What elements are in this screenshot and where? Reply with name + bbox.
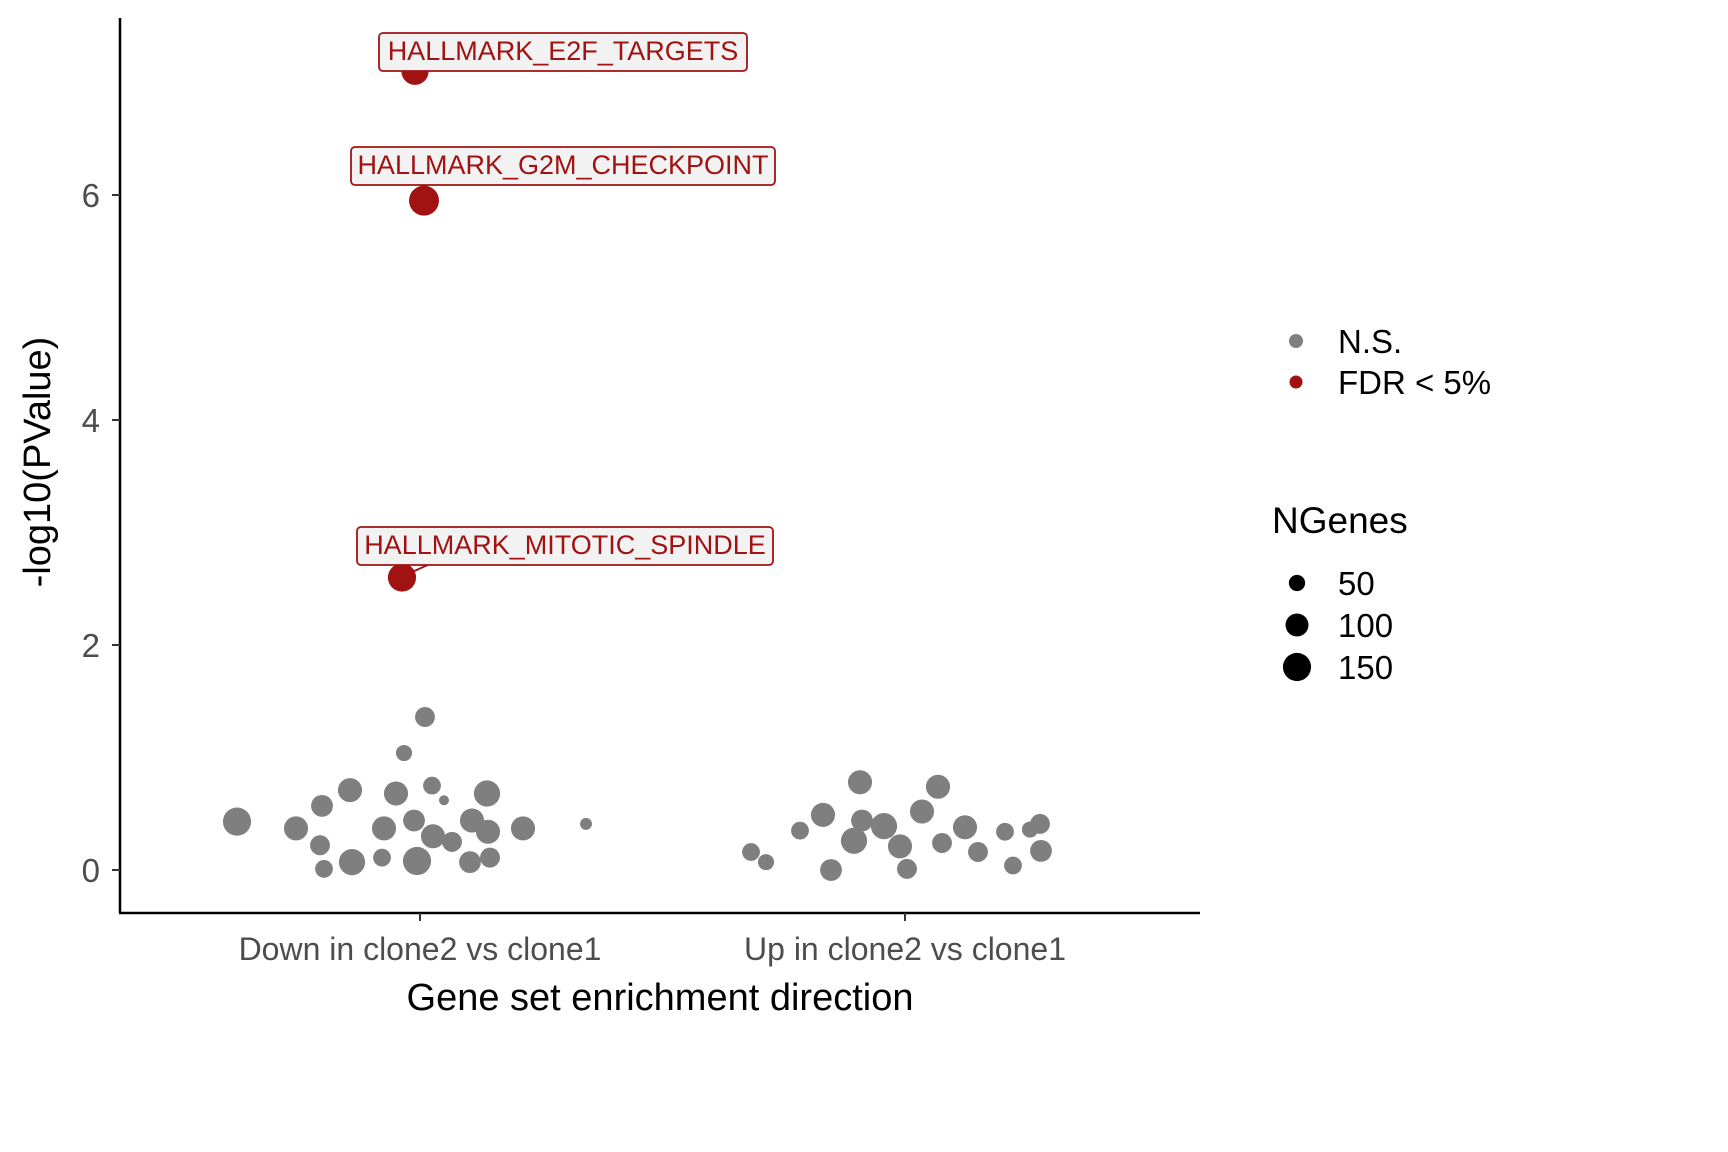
data-point: [952, 815, 978, 840]
data-point: [402, 846, 432, 876]
annotation-e2f-targets: HALLMARK_E2F_TARGETS: [378, 32, 748, 72]
data-point: [338, 849, 366, 876]
data-point: [1288, 574, 1306, 592]
size-legend-circles: [1282, 574, 1312, 682]
data-point: [473, 780, 501, 807]
data-point: [887, 834, 913, 859]
data-point: [932, 833, 952, 853]
data-point: [409, 185, 439, 216]
data-point: [480, 847, 500, 868]
data-point: [925, 774, 951, 799]
annotation-label: HALLMARK_G2M_CHECKPOINT: [357, 150, 768, 180]
x-category-up: Up in clone2 vs clone1: [744, 931, 1066, 967]
data-point: [840, 827, 868, 854]
data-point: [1030, 813, 1050, 834]
data-point: [1004, 856, 1022, 875]
data-point: [580, 817, 592, 830]
data-point: [387, 563, 417, 592]
data-points: [222, 57, 1052, 881]
legend-ns-label: N.S.: [1338, 323, 1402, 360]
size-legend-label-50: 50: [1338, 565, 1375, 602]
size-legend-label-100: 100: [1338, 607, 1393, 644]
data-point: [310, 835, 330, 856]
data-point: [371, 816, 397, 841]
data-point: [222, 807, 252, 836]
data-point: [315, 859, 333, 878]
x-axis-title: Gene set enrichment direction: [407, 977, 914, 1019]
data-point: [442, 831, 462, 852]
data-point: [415, 707, 435, 727]
data-point: [870, 813, 898, 840]
annotation-label: HALLMARK_MITOTIC_SPINDLE: [364, 530, 766, 560]
legend-fdr-label: FDR < 5%: [1338, 364, 1491, 401]
data-point: [438, 795, 450, 806]
annotation-box: [378, 32, 748, 72]
data-point: [373, 848, 391, 867]
data-point: [395, 744, 413, 762]
data-point: [283, 816, 309, 841]
data-point: [311, 794, 333, 817]
data-point: [851, 809, 873, 832]
y-tick-label-6: 6: [82, 177, 100, 214]
data-point: [383, 781, 409, 806]
legend-fdr-dot: [1289, 375, 1303, 389]
data-point: [791, 821, 809, 840]
y-tick-label-4: 4: [82, 402, 100, 439]
data-point: [420, 824, 446, 849]
data-point: [510, 816, 536, 841]
data-point: [742, 843, 760, 861]
annotation-mitotic-spindle: HALLMARK_MITOTIC_SPINDLE: [356, 526, 774, 574]
data-point: [897, 858, 917, 879]
data-point: [820, 859, 842, 881]
data-point: [968, 842, 988, 862]
data-point: [1030, 839, 1052, 862]
annotation-label: HALLMARK_E2F_TARGETS: [388, 36, 739, 66]
data-point: [475, 819, 501, 844]
annotation-box: [356, 526, 774, 566]
data-point: [1282, 652, 1312, 682]
data-point: [847, 770, 873, 795]
size-legend-label-150: 150: [1338, 649, 1393, 686]
legend-ns-dot: [1289, 334, 1303, 348]
annotation-box: [350, 146, 776, 186]
data-point: [996, 822, 1014, 841]
data-point: [810, 802, 836, 827]
x-category-down: Down in clone2 vs clone1: [239, 931, 602, 967]
y-tick-label-2: 2: [82, 627, 100, 664]
size-legend-title: NGenes: [1272, 500, 1408, 541]
data-point: [423, 776, 441, 795]
data-point: [337, 778, 363, 803]
y-axis-title: -log10(PValue): [17, 337, 59, 588]
data-point: [757, 854, 775, 871]
data-point: [403, 809, 425, 832]
data-point: [909, 799, 935, 824]
data-point: [459, 851, 481, 874]
annotation-g2m-checkpoint: HALLMARK_G2M_CHECKPOINT: [350, 146, 776, 186]
y-tick-label-0: 0: [82, 852, 100, 889]
color-legend: N.S. FDR < 5%: [1289, 323, 1491, 401]
data-point: [1285, 613, 1309, 637]
size-legend: NGenes 50 100 150: [1272, 500, 1408, 686]
